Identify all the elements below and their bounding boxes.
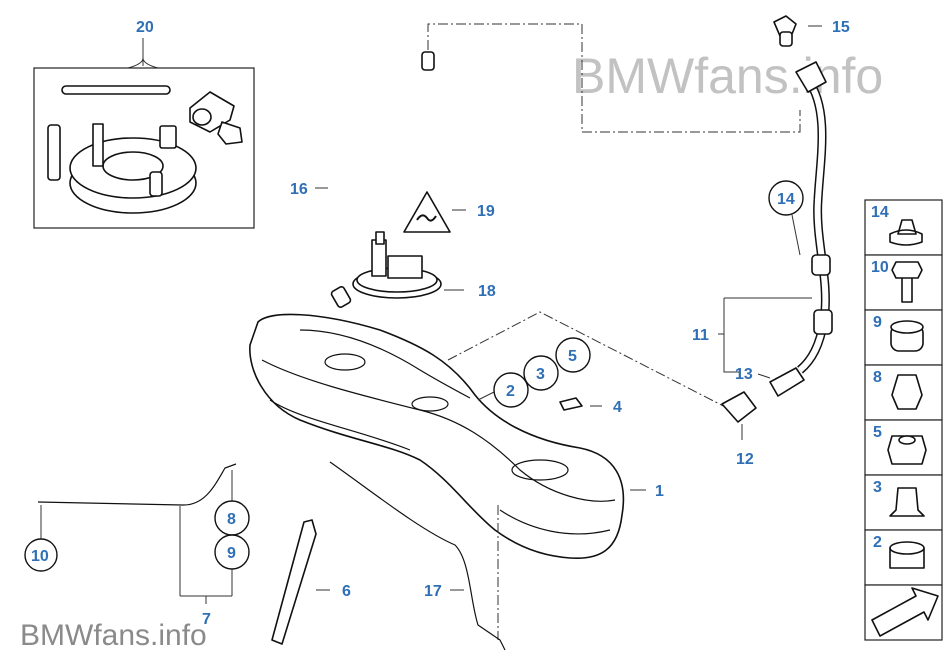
side-label-9: 9 — [873, 314, 882, 331]
callout-14-circle: 14 — [777, 191, 795, 208]
callout-8-left: 8 — [227, 511, 236, 528]
callout-5: 5 — [568, 348, 577, 365]
part-15-filler-cap — [773, 15, 822, 47]
callout-4: 4 — [613, 399, 622, 416]
callout-15: 15 — [832, 19, 850, 36]
part-11-filler-pipe — [718, 61, 833, 374]
nut-14-icon — [889, 219, 923, 246]
part-18-fuel-pump — [352, 231, 464, 299]
part-16-vent-line — [296, 51, 435, 308]
callout-7: 7 — [202, 611, 211, 628]
callout-6: 6 — [342, 583, 351, 600]
part-7-tension-strap — [24, 463, 250, 604]
part-12-clip — [721, 391, 757, 440]
clip-8-icon — [891, 374, 923, 410]
side-label-14: 14 — [871, 204, 889, 221]
callout-20: 20 — [136, 19, 154, 36]
callout-17: 17 — [424, 583, 442, 600]
callout-19: 19 — [477, 203, 495, 220]
part-19-warning-label — [403, 191, 466, 233]
callout-10-left: 10 — [31, 548, 49, 565]
next-arrow-icon — [871, 587, 939, 637]
callout-2: 2 — [506, 383, 515, 400]
side-label-8: 8 — [873, 369, 882, 386]
bolt-10-icon — [891, 261, 923, 303]
side-panel — [864, 199, 943, 641]
part-6-heat-shield — [271, 519, 330, 645]
nut-5-icon — [887, 435, 927, 465]
side-label-10: 10 — [871, 259, 889, 276]
connection-line-tank-12 — [447, 311, 736, 413]
watermark-bottom: BMWfans.info — [20, 619, 207, 652]
sleeve-3-icon — [889, 487, 925, 517]
part-20-kit-box — [33, 38, 255, 229]
callout-16: 16 — [290, 181, 308, 198]
callout-12: 12 — [736, 451, 754, 468]
side-label-3: 3 — [873, 479, 882, 496]
callout-9-left: 9 — [227, 545, 236, 562]
connection-line-top — [427, 23, 801, 133]
callout-13: 13 — [735, 366, 753, 383]
callout-1: 1 — [655, 483, 664, 500]
side-label-2: 2 — [873, 534, 882, 551]
callout-3: 3 — [536, 366, 545, 383]
side-label-5: 5 — [873, 424, 882, 441]
part-13-valve — [757, 367, 805, 397]
part-1-fuel-tank — [249, 313, 646, 560]
watermark-top: BMWfans.info — [572, 48, 883, 104]
callout-11: 11 — [692, 327, 709, 344]
part-seal-group — [477, 337, 602, 411]
callout-18: 18 — [478, 283, 496, 300]
part-17-tank-strap — [329, 461, 506, 651]
